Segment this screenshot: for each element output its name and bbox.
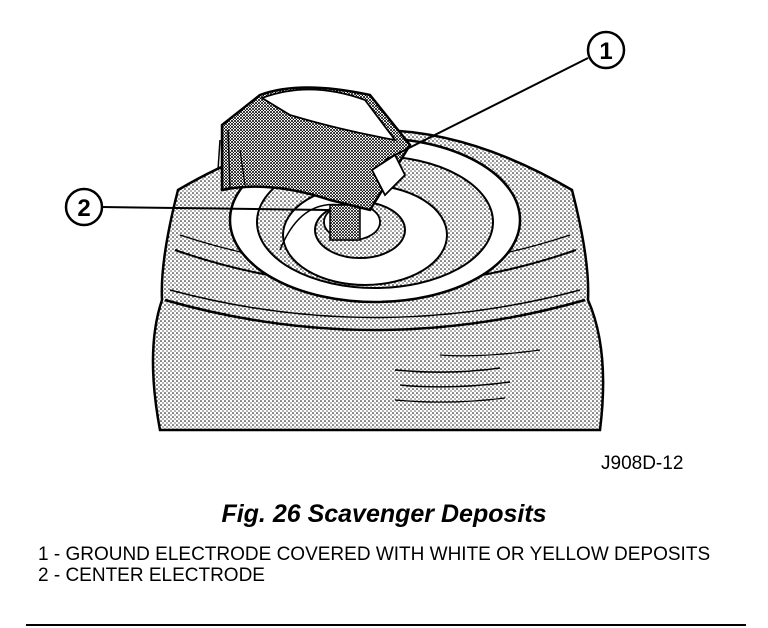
leader-line-2	[101, 206, 329, 211]
legend-item-1: 1 - GROUND ELECTRODE COVERED WITH WHITE …	[38, 544, 711, 565]
callout-2: 2	[64, 187, 104, 227]
center-electrode	[314, 201, 406, 259]
bottom-rule	[26, 624, 746, 626]
figure-caption: Fig. 26 Scavenger Deposits	[221, 500, 547, 528]
callout-1: 1	[586, 30, 626, 70]
legend-item-2: 2 - CENTER ELECTRODE	[38, 565, 265, 586]
legend: 1 - GROUND ELECTRODE COVERED WITH WHITE …	[38, 544, 758, 586]
callout-1-label: 1	[599, 38, 612, 65]
figure-id: J908D-12	[601, 453, 684, 474]
callout-2-label: 2	[77, 195, 90, 222]
spark-plug-illustration: 1 2	[64, 30, 626, 432]
ground-electrode	[217, 86, 412, 212]
leader-line-1	[384, 57, 589, 161]
spark-plug-drawing: 1 2	[64, 30, 626, 432]
